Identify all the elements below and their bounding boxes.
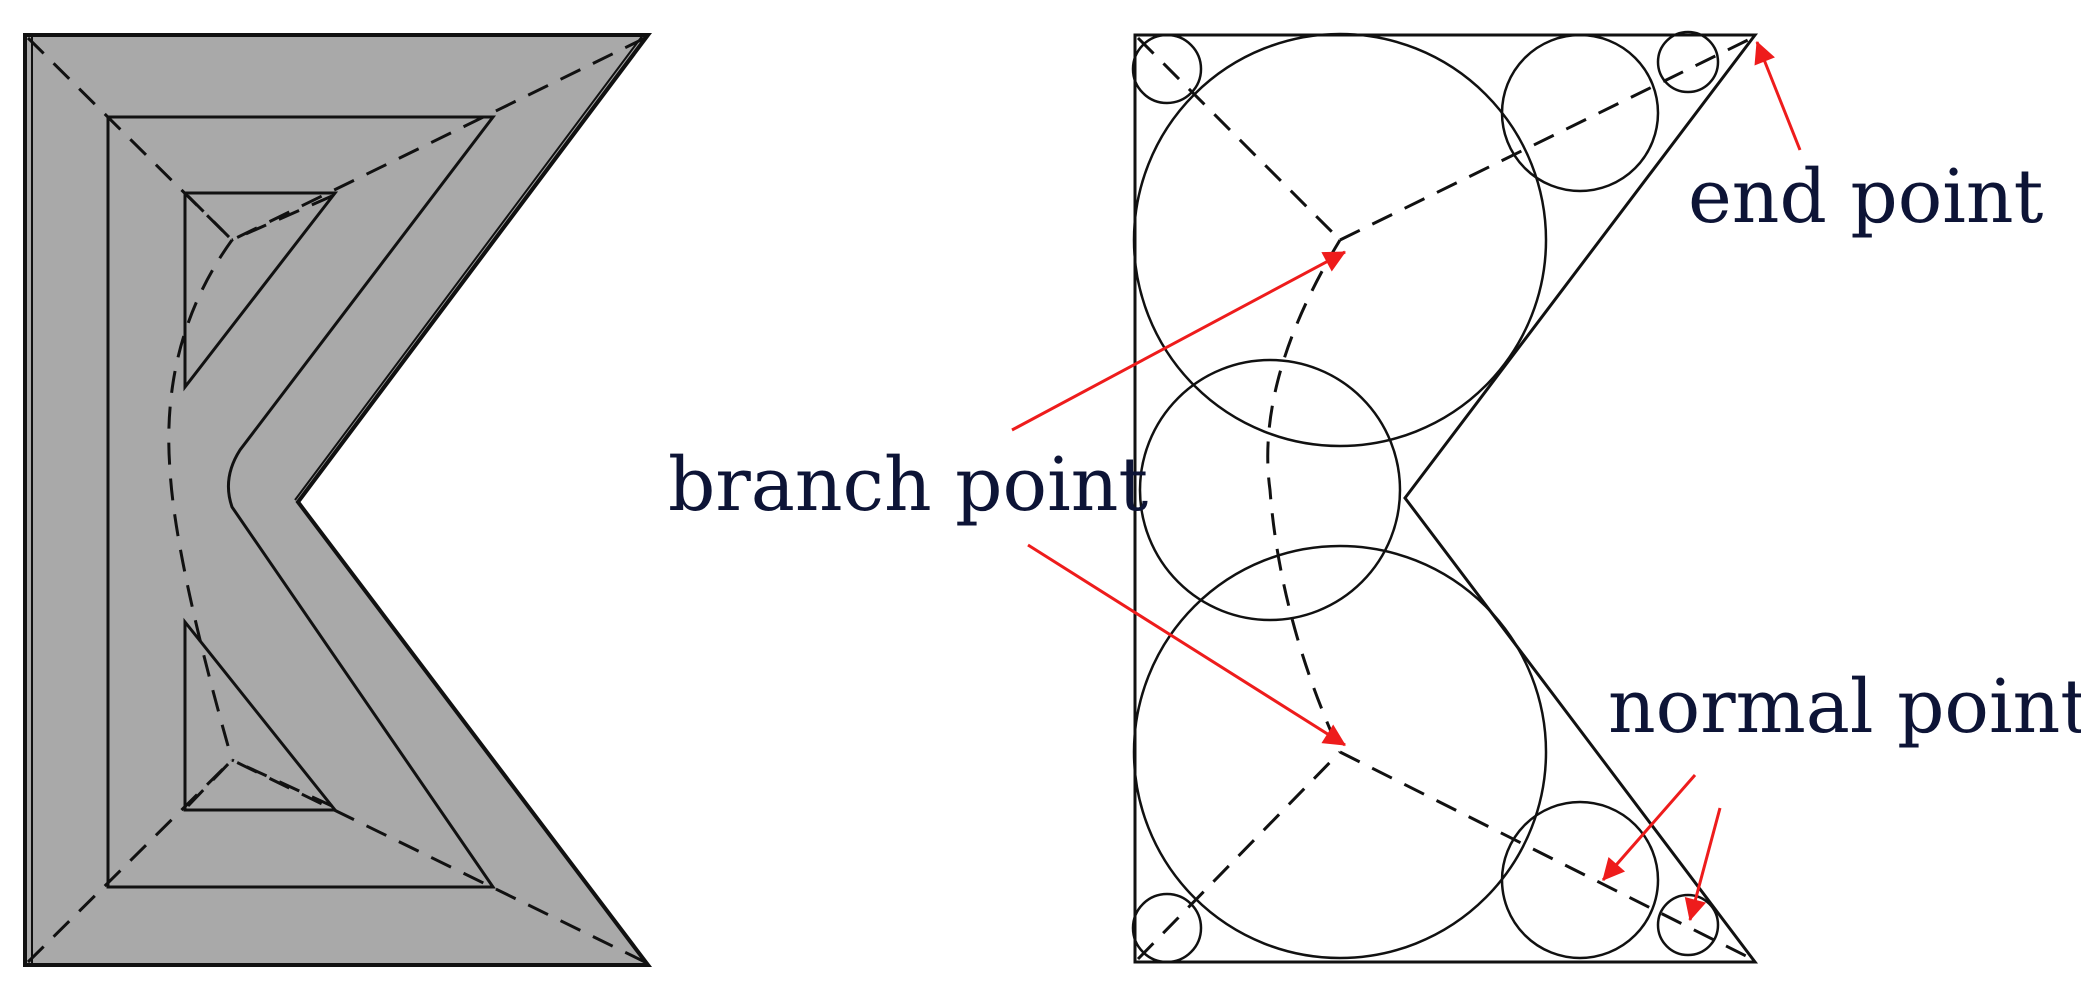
left-medial-axis [26, 36, 646, 964]
circle-bottom-right-medium [1500, 800, 1660, 960]
arrow-to-branch-point-top [1011, 250, 1346, 432]
offset-shape-panel [23, 33, 653, 967]
end-point-label: end point [1688, 154, 2044, 240]
circle-top-large [1132, 32, 1548, 448]
circle-top-right-medium [1500, 33, 1660, 193]
circle-bottom-right-small [1656, 893, 1720, 957]
left-medial-axis-inner [186, 194, 333, 808]
outer-shape-edge [31, 34, 649, 965]
arrow-to-end-point [1754, 40, 1802, 151]
polygon-outline [1133, 33, 1759, 964]
arrow-to-normal-point-2 [1684, 807, 1722, 922]
medial-axis-panel [1131, 30, 1759, 964]
arrow-to-branch-point-bottom [1027, 543, 1346, 747]
inner-triangle-bottom [183, 617, 339, 812]
circle-bottom-large [1132, 544, 1548, 960]
inner-triangle-top [183, 191, 339, 392]
circle-bottom-left-small [1131, 892, 1203, 964]
arrow-to-normal-point-1 [1601, 774, 1697, 881]
circle-top-right-small [1656, 30, 1720, 94]
circle-top-left-small [1131, 33, 1203, 105]
circle-middle [1138, 358, 1402, 622]
right-medial-axis [1136, 36, 1753, 961]
branch-point-label: branch point [668, 442, 1148, 528]
normal-point-label: normal point [1608, 664, 2081, 750]
